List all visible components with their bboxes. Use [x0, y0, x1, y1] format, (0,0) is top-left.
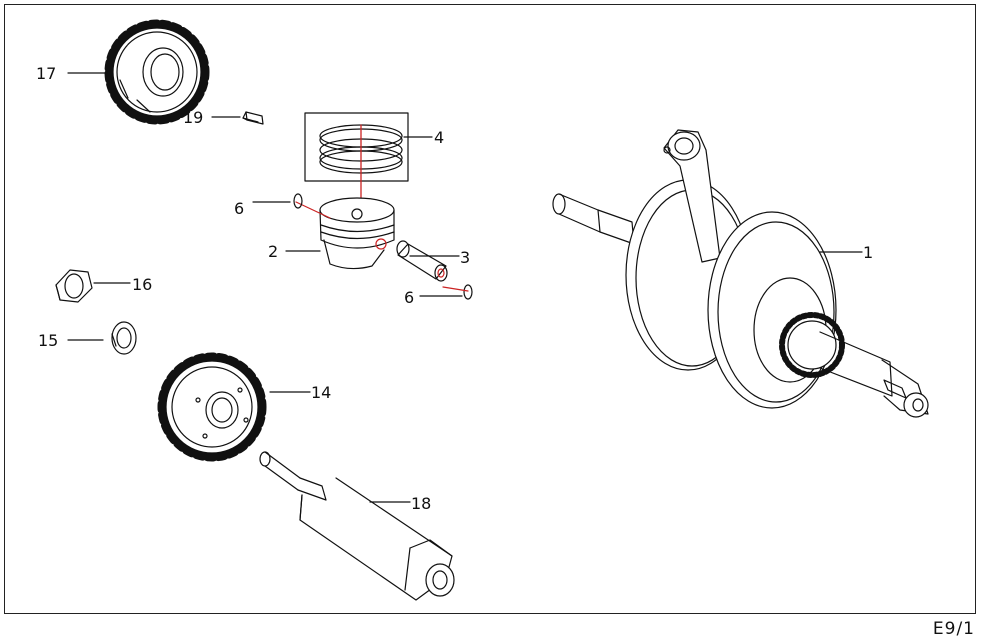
- balancer-shaft-18-drawing[interactable]: [259, 451, 455, 601]
- callout-17: 17: [36, 64, 56, 83]
- callout-3: 3: [460, 248, 470, 267]
- piston-2-drawing[interactable]: [319, 197, 395, 270]
- leader-pin-to-clip: [442, 286, 469, 292]
- callout-1: 1: [863, 243, 873, 262]
- callout-18: 18: [411, 494, 431, 513]
- callout-15: 15: [38, 331, 58, 350]
- callout-2: 2: [268, 242, 278, 261]
- diagram-frame: [4, 4, 976, 614]
- washer-15-drawing[interactable]: [111, 321, 137, 355]
- callout-6-upper: 6: [234, 199, 244, 218]
- callout-19: 19: [183, 108, 203, 127]
- callout-16: 16: [132, 275, 152, 294]
- piston-pin-3-drawing[interactable]: [396, 240, 448, 282]
- key-19-drawing[interactable]: [242, 111, 264, 125]
- gear-17-drawing[interactable]: [104, 19, 210, 125]
- nut-16-drawing[interactable]: [55, 269, 93, 303]
- page-identifier: E9/1: [932, 619, 975, 639]
- callout-14: 14: [311, 383, 331, 402]
- piston-rings-4-drawing[interactable]: [304, 112, 409, 182]
- callout-6-lower: 6: [404, 288, 414, 307]
- clip-6-lower-drawing[interactable]: [463, 284, 473, 300]
- clip-6-upper-drawing[interactable]: [293, 193, 303, 209]
- callout-4: 4: [434, 128, 444, 147]
- crankshaft-1-drawing[interactable]: [552, 129, 929, 418]
- gear-14-drawing[interactable]: [157, 352, 267, 462]
